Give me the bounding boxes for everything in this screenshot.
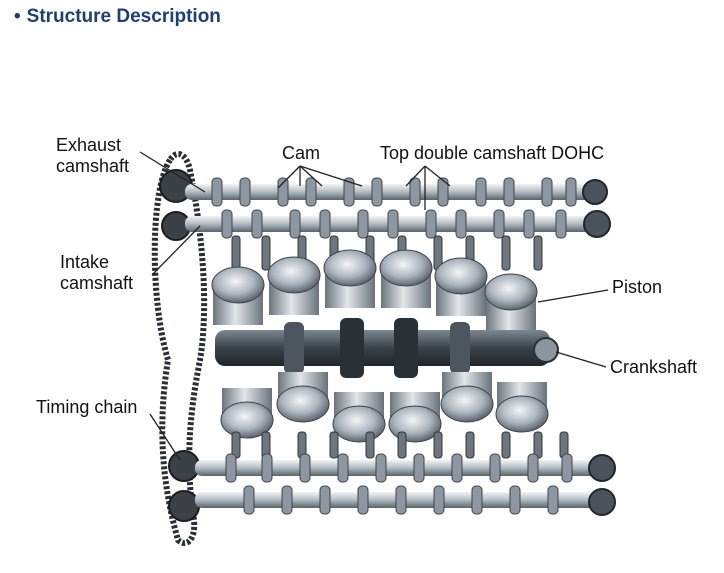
leader-intake xyxy=(151,225,201,276)
cam-sprocket-bottom-1 xyxy=(168,450,200,482)
label-exhaust-line2: camshaft xyxy=(56,156,130,176)
leader-dohc-1 xyxy=(405,165,426,187)
label-dohc: Top double camshaft DOHC xyxy=(380,143,605,163)
heading-bullet: • xyxy=(14,6,21,27)
label-intake-line1: Intake xyxy=(60,252,110,272)
section-heading: •Structure Description xyxy=(14,6,221,28)
leader-timing-chain xyxy=(149,413,181,461)
leader-lines xyxy=(139,151,609,461)
label-piston: Piston xyxy=(612,277,663,297)
label-intake-line2: camshaft xyxy=(60,273,134,293)
piston-lower-1 xyxy=(220,388,274,439)
crankshaft xyxy=(215,318,559,378)
leader-exhaust xyxy=(139,151,206,193)
label-intake-camshaft: Intake camshaft xyxy=(60,252,133,294)
label-exhaust-line1: Exhaust xyxy=(56,135,122,155)
leader-piston xyxy=(537,289,609,303)
lower-valves xyxy=(231,431,569,459)
label-cam: Cam xyxy=(282,143,321,163)
piston-lower-6 xyxy=(495,382,549,433)
label-timing-chain: Timing chain xyxy=(36,397,138,417)
piston-upper-3 xyxy=(323,249,377,308)
timing-chain xyxy=(151,151,208,547)
piston-lower-3 xyxy=(332,392,386,443)
piston-upper-1 xyxy=(211,266,265,325)
leader-cam-1 xyxy=(277,165,301,189)
upper-pistons xyxy=(211,249,538,332)
leader-cam-3 xyxy=(299,165,323,187)
piston-upper-4 xyxy=(379,249,433,308)
heading-text: Structure Description xyxy=(26,6,221,27)
piston-upper-5 xyxy=(434,257,488,316)
piston-lower-2 xyxy=(276,372,330,423)
label-crankshaft: Crankshaft xyxy=(610,357,698,377)
label-exhaust-camshaft: Exhaust camshaft xyxy=(56,135,129,177)
lower-pistons xyxy=(220,372,549,443)
leader-dohc-3 xyxy=(424,165,451,187)
piston-upper-6 xyxy=(484,273,538,332)
upper-camshafts xyxy=(185,177,611,239)
cam-sprocket-bottom-2 xyxy=(168,490,200,522)
piston-lower-5 xyxy=(440,372,494,423)
leader-cam-4 xyxy=(299,165,363,187)
leader-crankshaft xyxy=(555,351,607,368)
piston-lower-4 xyxy=(388,392,442,443)
lower-camshafts xyxy=(195,453,616,516)
piston-upper-2 xyxy=(267,256,321,315)
